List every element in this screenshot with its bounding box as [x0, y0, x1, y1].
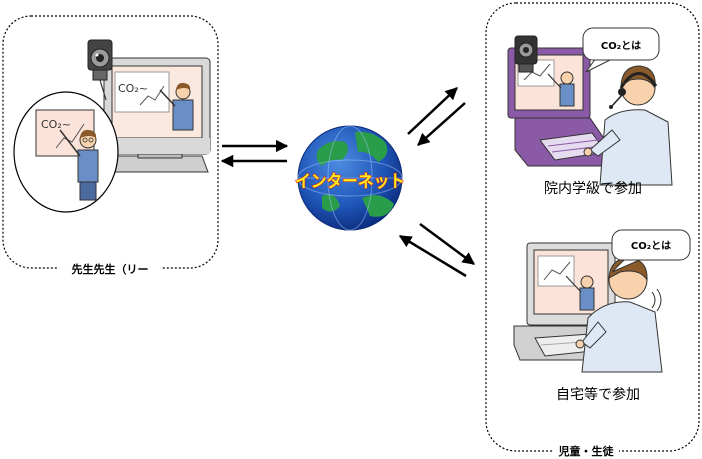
home-bubble-text: CO₂とは [631, 240, 671, 252]
teacher-panel-label: 先生先生（リー [72, 262, 149, 276]
teacher-board-text: CO₂~ [41, 118, 71, 131]
arrow-to-home [419, 222, 476, 266]
hospital-label: 院内学級で参加 [544, 180, 642, 197]
hospital-student-scene: CO₂とは 院内学級で参加 [507, 27, 673, 197]
teacher-figure-small [547, 71, 575, 107]
hospital-student-figure [583, 65, 673, 186]
students-panel: CO₂とは 院内学級で参加 [485, 2, 700, 458]
arrow-to-hospital [407, 87, 458, 135]
home-label: 自宅等で参加 [556, 386, 640, 403]
speech-bubble-icon: CO₂とは [611, 229, 691, 273]
arrow-from-hospital [417, 102, 466, 146]
globe-icon: インターネット [294, 125, 406, 231]
internet-label: インターネット [295, 172, 405, 192]
teacher-panel: CO₂~ CO₂~ [2, 15, 219, 276]
teacher-figure-large [59, 129, 99, 201]
arrow-from-home [398, 234, 467, 278]
teacher-figure-small [565, 275, 595, 311]
hospital-monitor-icon [507, 47, 613, 167]
home-student-figure [575, 257, 663, 373]
students-panel-label: 児童・生徒 [558, 444, 615, 458]
webcam-icon [514, 35, 538, 73]
speech-bubble-icon: CO₂とは [582, 27, 660, 73]
teacher-figure [159, 82, 194, 131]
teacher-monitor-icon: CO₂~ [103, 57, 211, 173]
teacher-closeup: CO₂~ [13, 91, 119, 213]
hospital-bubble-text: CO₂とは [601, 40, 641, 52]
webcam-icon [87, 39, 113, 101]
home-student-scene: CO₂とは 自宅等で参加 [513, 229, 691, 403]
teacher-screen-text: CO₂~ [118, 82, 148, 95]
